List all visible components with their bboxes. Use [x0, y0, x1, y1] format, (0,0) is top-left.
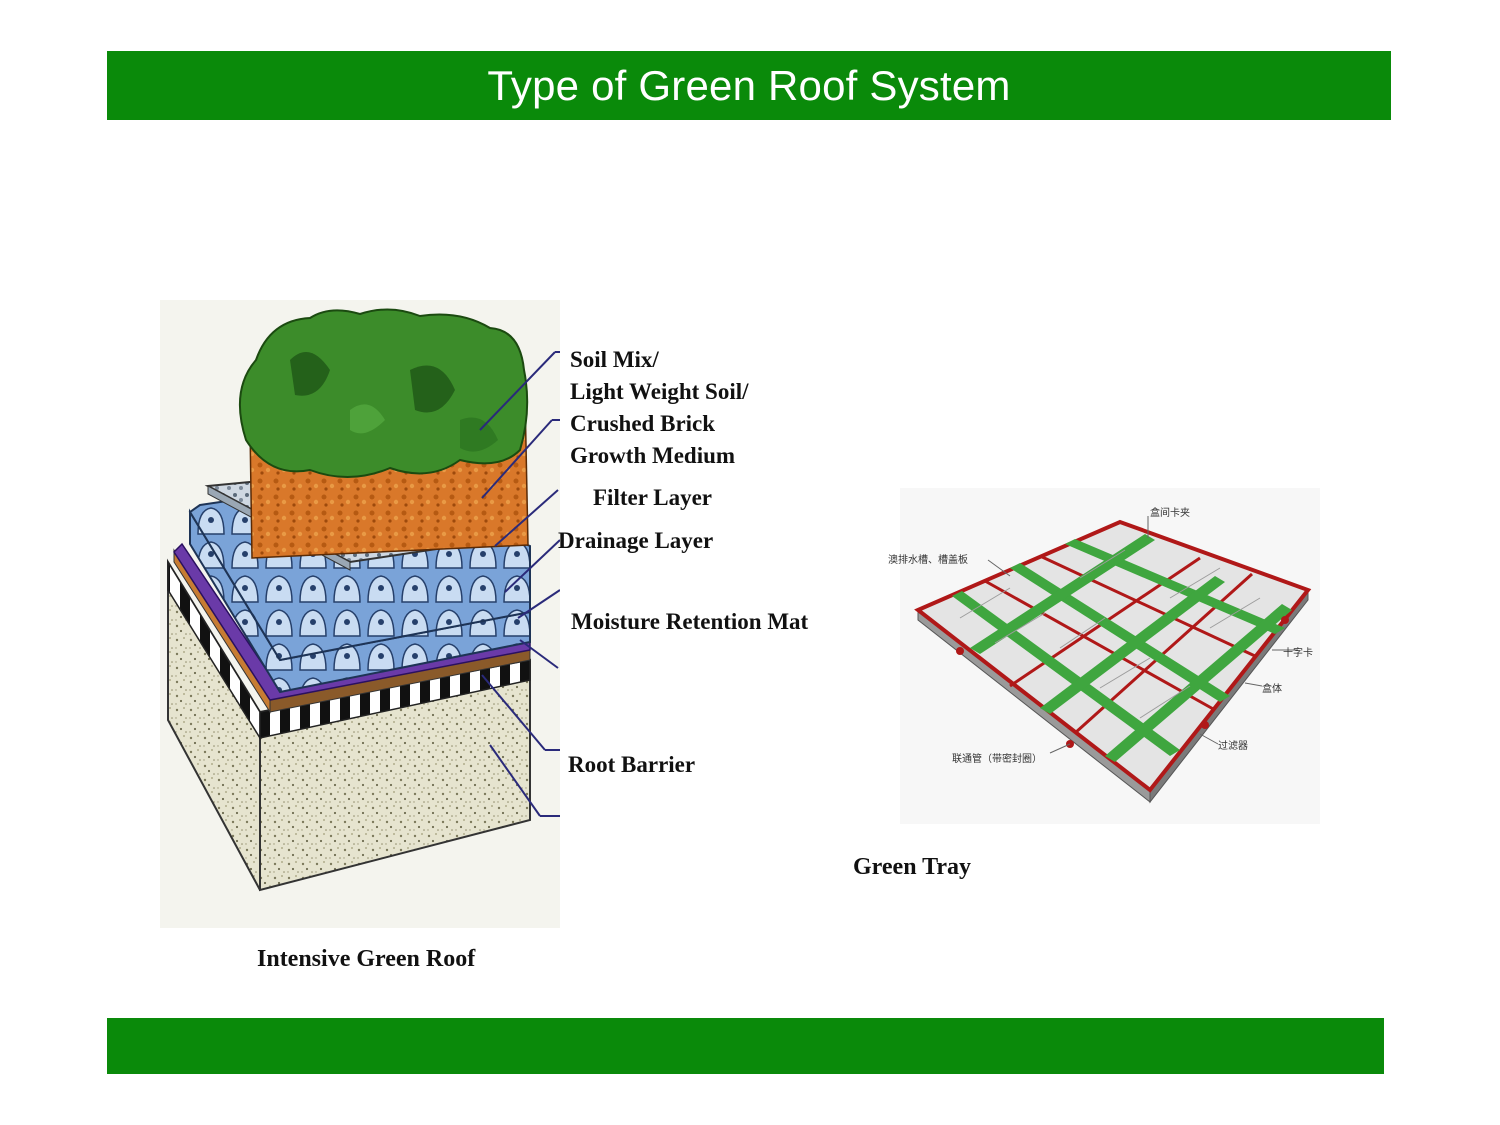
- tray-note-clip: 盒间卡夹: [1150, 508, 1190, 519]
- caption-green-tray: Green Tray: [853, 854, 971, 880]
- green-tray-illustration: 盒间卡夹 澳排水槽、槽盖板 十字卡 盒体 过滤器 联通管（带密封圈）: [888, 488, 1320, 824]
- title-banner: Type of Green Roof System: [107, 51, 1391, 120]
- tray-note-gutter: 澳排水槽、槽盖板: [888, 555, 968, 566]
- label-drainage-layer: Drainage Layer: [558, 528, 714, 553]
- tray-note-cross: 十字卡: [1283, 648, 1313, 659]
- intensive-green-roof-illustration: [160, 300, 560, 928]
- label-root-barrier: Root Barrier: [568, 752, 696, 777]
- label-crushed-brick: Crushed Brick: [570, 411, 716, 436]
- slide-title: Type of Green Roof System: [487, 61, 1011, 109]
- label-soil-mix: Soil Mix/: [570, 347, 659, 372]
- caption-intensive-green-roof: Intensive Green Roof: [257, 946, 476, 972]
- tray-note-pipe: 联通管（带密封圈）: [952, 754, 1042, 765]
- label-filter-layer: Filter Layer: [593, 485, 712, 510]
- label-moisture-retention-mat: Moisture Retention Mat: [571, 609, 809, 634]
- footer-banner: [107, 1018, 1384, 1074]
- label-growth-medium: Growth Medium: [570, 443, 736, 468]
- tray-note-filter: 过滤器: [1218, 741, 1248, 752]
- label-light-weight-soil: Light Weight Soil/: [570, 379, 749, 404]
- tray-note-body: 盒体: [1262, 684, 1282, 695]
